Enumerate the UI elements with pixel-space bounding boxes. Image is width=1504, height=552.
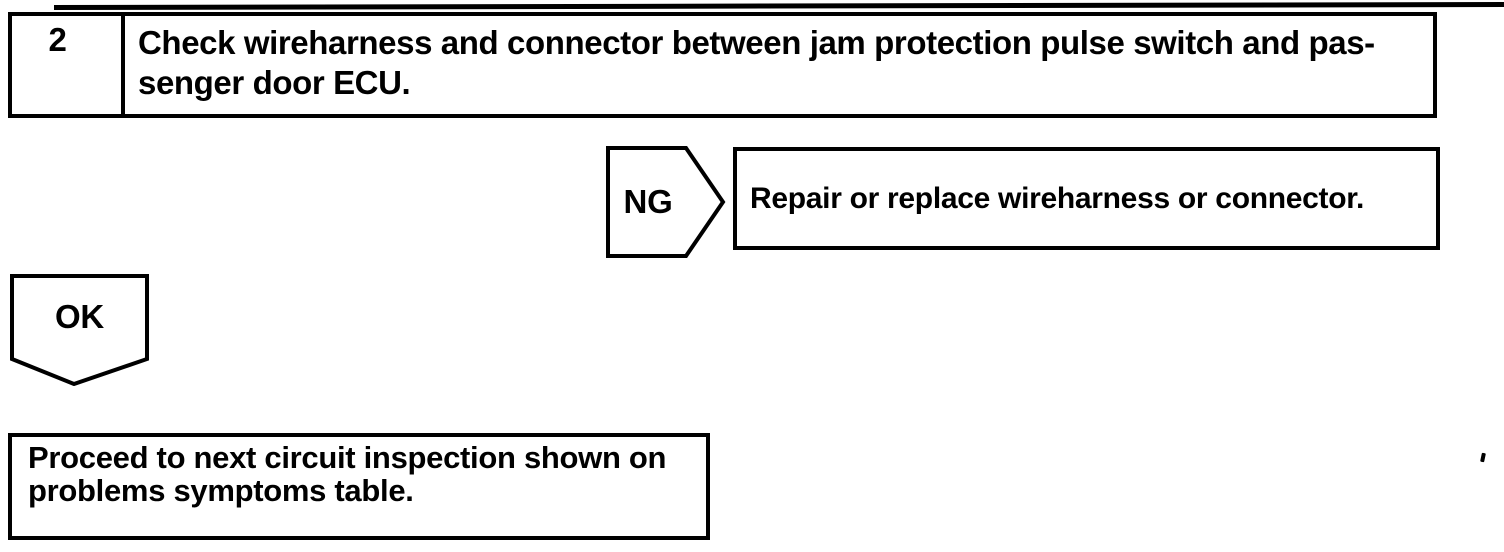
step-instruction-line: Check wireharness and connector between …: [138, 24, 1375, 61]
cropped-rule-artifact: [53, 2, 1504, 11]
ok-action-line: Proceed to next circuit inspection shown…: [28, 440, 667, 475]
ok-arrow-icon: [10, 274, 149, 386]
step-instruction: Check wireharness and connector between …: [125, 16, 1433, 114]
ok-action-line: problems symptoms table.: [28, 473, 414, 508]
scan-speck: [1480, 452, 1486, 463]
step-number-cell: 2: [12, 16, 125, 114]
ng-action-box: Repair or replace wireharness or connect…: [733, 147, 1440, 250]
ng-connector: NG: [606, 146, 726, 258]
ng-arrow-icon: [606, 146, 726, 258]
step-box: 2 Check wireharness and connector betwee…: [8, 12, 1437, 118]
step-number: 2: [48, 21, 67, 58]
ok-connector: OK: [10, 274, 151, 386]
step-instruction-line: senger door ECU.: [138, 64, 411, 101]
ng-action-text: Repair or replace wireharness or connect…: [750, 181, 1365, 215]
ok-action-box: Proceed to next circuit inspection shown…: [8, 433, 710, 540]
